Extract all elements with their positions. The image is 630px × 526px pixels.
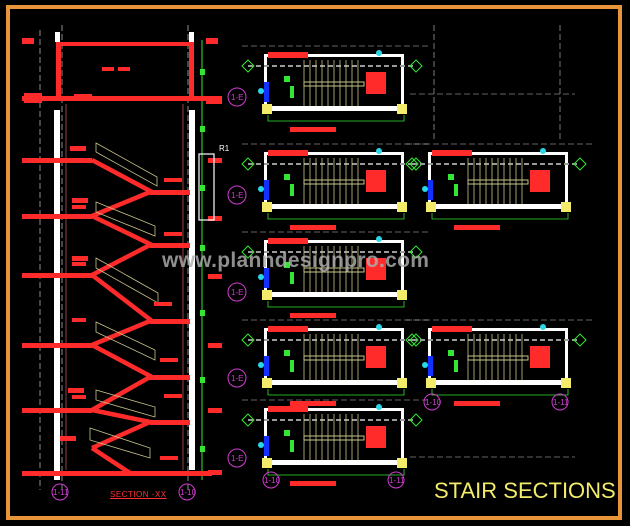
callout-r1: R1	[219, 144, 230, 153]
drawing-title: STAIR SECTIONS	[434, 478, 616, 503]
drawing-frame	[6, 5, 622, 520]
svg-text:1-E: 1-E	[231, 374, 243, 383]
svg-text:1-E: 1-E	[231, 454, 243, 463]
stair-plan-5	[241, 319, 430, 407]
svg-text:1-E: 1-E	[231, 93, 243, 102]
watermark: www.planndesignpro.com	[162, 249, 430, 272]
section-label: SECTION -XX	[110, 490, 167, 499]
stair-plan-4	[241, 231, 430, 319]
stair-plan-2	[241, 143, 430, 231]
svg-text:1-11: 1-11	[389, 476, 405, 485]
grid-bubbles-bottom: 1-10 1-11 1-10 1-11	[262, 393, 569, 489]
stair-plan-3	[405, 143, 594, 231]
svg-text:1-11: 1-11	[553, 398, 569, 407]
svg-text:1-10: 1-10	[264, 476, 281, 485]
svg-text:1-E: 1-E	[231, 288, 243, 297]
stair-plan-1	[241, 45, 430, 133]
stair-plan-6	[405, 319, 594, 407]
grid-bubble-1-11: 1-11	[53, 488, 69, 497]
svg-text:1-E: 1-E	[231, 191, 243, 200]
section-xx: 1-11 1-10	[22, 25, 222, 501]
grid-bubble-1-10: 1-10	[180, 488, 197, 497]
svg-text:1-10: 1-10	[425, 398, 442, 407]
grid-bubbles-1-e: 1-E 1-E 1-E 1-E 1-E	[227, 87, 247, 468]
